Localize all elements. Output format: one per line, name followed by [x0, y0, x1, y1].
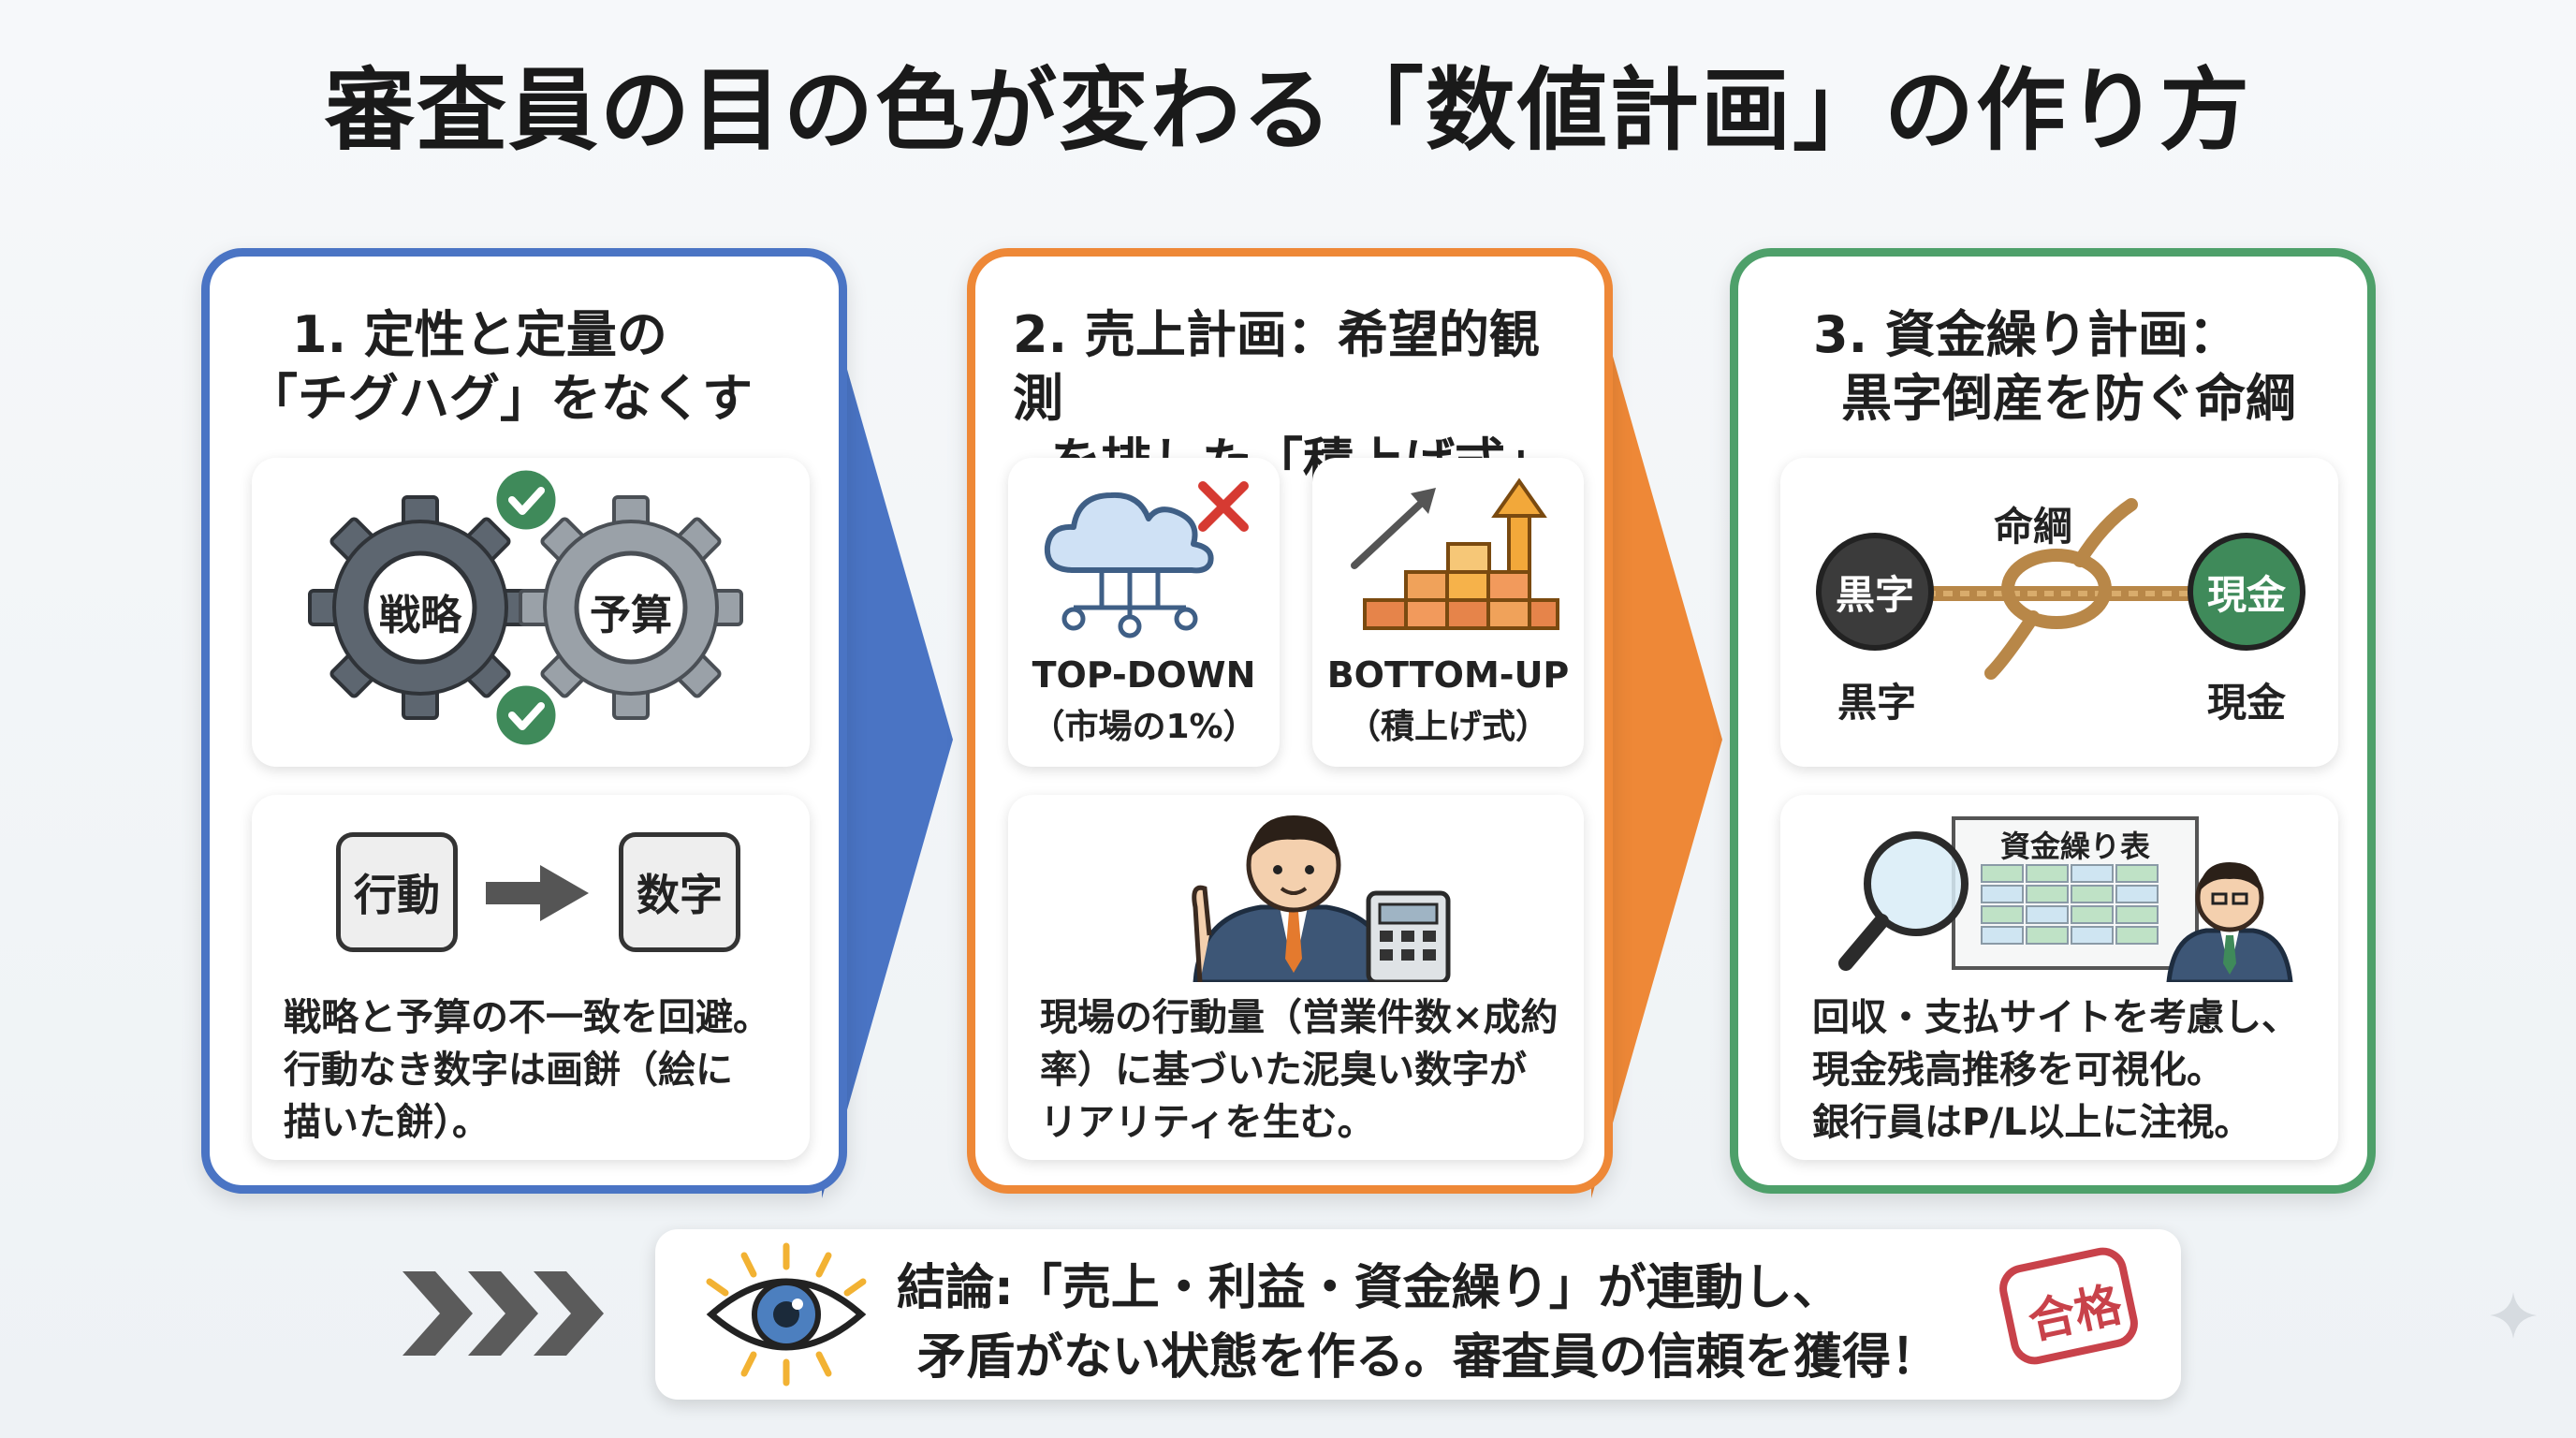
eye-icon	[706, 1242, 867, 1387]
bottom-up-label: BOTTOM-UP	[1326, 654, 1570, 696]
cloud-network-icon	[1044, 492, 1214, 638]
right-arrow-icon	[486, 865, 589, 921]
businessman-card: 現場の行動量（営業件数×成約 率）に基づいた泥臭い数字が リアリティを生む。	[1008, 795, 1584, 1160]
column-3: 3. 資金繰り計画： 黒字倒産を防ぐ命綱 命綱 黒字 現金 黒字 現金	[1730, 248, 2376, 1194]
action-number-card: 行動 数字 戦略と予算の不一致を回避。 行動なき数字は画餅（絵に 描いた餅）。	[252, 795, 810, 1160]
approval-stamp-icon	[1999, 1247, 2138, 1365]
conclusion-line2: 矛盾がない状態を作る。審査員の信頼を獲得！	[917, 1329, 1940, 1386]
column-2-description: 現場の行動量（営業件数×成約 率）に基づいた泥臭い数字が リアリティを生む。	[1040, 991, 1561, 1149]
number-box: 数字	[619, 832, 740, 952]
rope-card: 命綱 黒字 現金 黒字 現金	[1780, 458, 2338, 767]
column-1-text-line3: 描いた餅）。	[284, 1101, 490, 1144]
lifeline-label: 命綱	[1993, 504, 2072, 550]
businessman-calculator-icon	[1192, 815, 1451, 982]
column-3-description: 回収・支払サイトを考慮し、 現金残高推移を可視化。 銀行員はP/L以上に注視。	[1812, 991, 2316, 1149]
column-3-title: 3. 資金繰り計画： 黒字倒産を防ぐ命綱	[1813, 303, 2330, 431]
cross-icon	[1198, 481, 1249, 532]
bottom-up-sublabel: （積上げ式）	[1346, 708, 1549, 746]
top-down-card: TOP-DOWN （市場の1%）	[1008, 458, 1280, 767]
cashflow-card: 資金繰り表 回収・支払サイトを考慮し、 現金残高推移を可視化。 銀行員はP/L以…	[1780, 795, 2338, 1160]
action-box: 行動	[336, 832, 458, 952]
column-1-title: 1. 定性と定量の 「チグハグ」をなくす	[247, 303, 801, 431]
column-3-text-line3: 銀行員はP/L以上に注視。	[1812, 1101, 2252, 1144]
column-3-title-line2: 黒字倒産を防ぐ命綱	[1841, 369, 2296, 428]
column-1-text-line1: 戦略と予算の不一致を回避。	[284, 996, 770, 1039]
column-2-title-line1: 2. 売上計画：希望的観測	[1013, 305, 1540, 428]
bottom-up-card: BOTTOM-UP （積上げ式）	[1312, 458, 1584, 767]
cash-circle: 現金	[2188, 533, 2305, 651]
gears-card: 戦略 予算	[252, 458, 810, 767]
column-1-text-line2: 行動なき数字は画餅（絵に	[284, 1049, 733, 1092]
gear-right-label: 予算	[590, 592, 672, 639]
conclusion-line1: 結論:「売上・利益・資金繰り」が連動し、	[897, 1260, 1841, 1316]
rope-knot-icon	[1893, 498, 2220, 680]
cashflow-sheet-icon	[1838, 816, 2293, 982]
triple-chevron-icon	[402, 1271, 604, 1356]
profit-caption: 黒字	[1837, 680, 1916, 726]
column-2: 2. 売上計画：希望的観測 を排した「積上げ式」 TOP-DOWN （市場の1%…	[967, 248, 1613, 1194]
gear-right-icon	[519, 495, 743, 720]
top-down-sublabel: （市場の1%）	[1031, 708, 1257, 746]
profit-circle: 黒字	[1816, 533, 1934, 651]
column-3-text-line2: 現金残高推移を可視化。	[1812, 1049, 2224, 1092]
stacked-blocks-icon	[1351, 477, 1559, 630]
sparkle-icon	[2490, 1292, 2537, 1339]
column-3-text-line1: 回収・支払サイトを考慮し、	[1812, 996, 2299, 1039]
column-2-text-line1: 現場の行動量（営業件数×成約	[1040, 996, 1559, 1039]
column-1-title-line2: 「チグハグ」をなくす	[247, 369, 753, 428]
top-down-label: TOP-DOWN	[1032, 654, 1256, 696]
column-2-text-line2: 率）に基づいた泥臭い数字が	[1040, 1049, 1527, 1092]
gear-left-label: 戦略	[379, 592, 461, 639]
gears-illustration	[308, 465, 743, 750]
check-top-icon	[491, 465, 561, 535]
column-1-description: 戦略と予算の不一致を回避。 行動なき数字は画餅（絵に 描いた餅）。	[284, 991, 787, 1149]
column-1: 1. 定性と定量の 「チグハグ」をなくす	[201, 248, 847, 1194]
column-3-title-line1: 3. 資金繰り計画：	[1813, 305, 2239, 364]
column-2-text-line3: リアリティを生む。	[1040, 1101, 1375, 1144]
cash-caption: 現金	[2206, 680, 2286, 726]
check-bottom-icon	[491, 681, 561, 750]
column-1-title-line1: 1. 定性と定量の	[292, 305, 667, 364]
cashflow-sheet-title: 資金繰り表	[1999, 829, 2150, 864]
conclusion-box: 結論:「売上・利益・資金繰り」が連動し、 矛盾がない状態を作る。審査員の信頼を獲…	[655, 1229, 2181, 1400]
page-title: 審査員の目の色が変わる「数値計画」の作り方	[325, 58, 2251, 163]
gear-left-icon	[308, 495, 533, 720]
